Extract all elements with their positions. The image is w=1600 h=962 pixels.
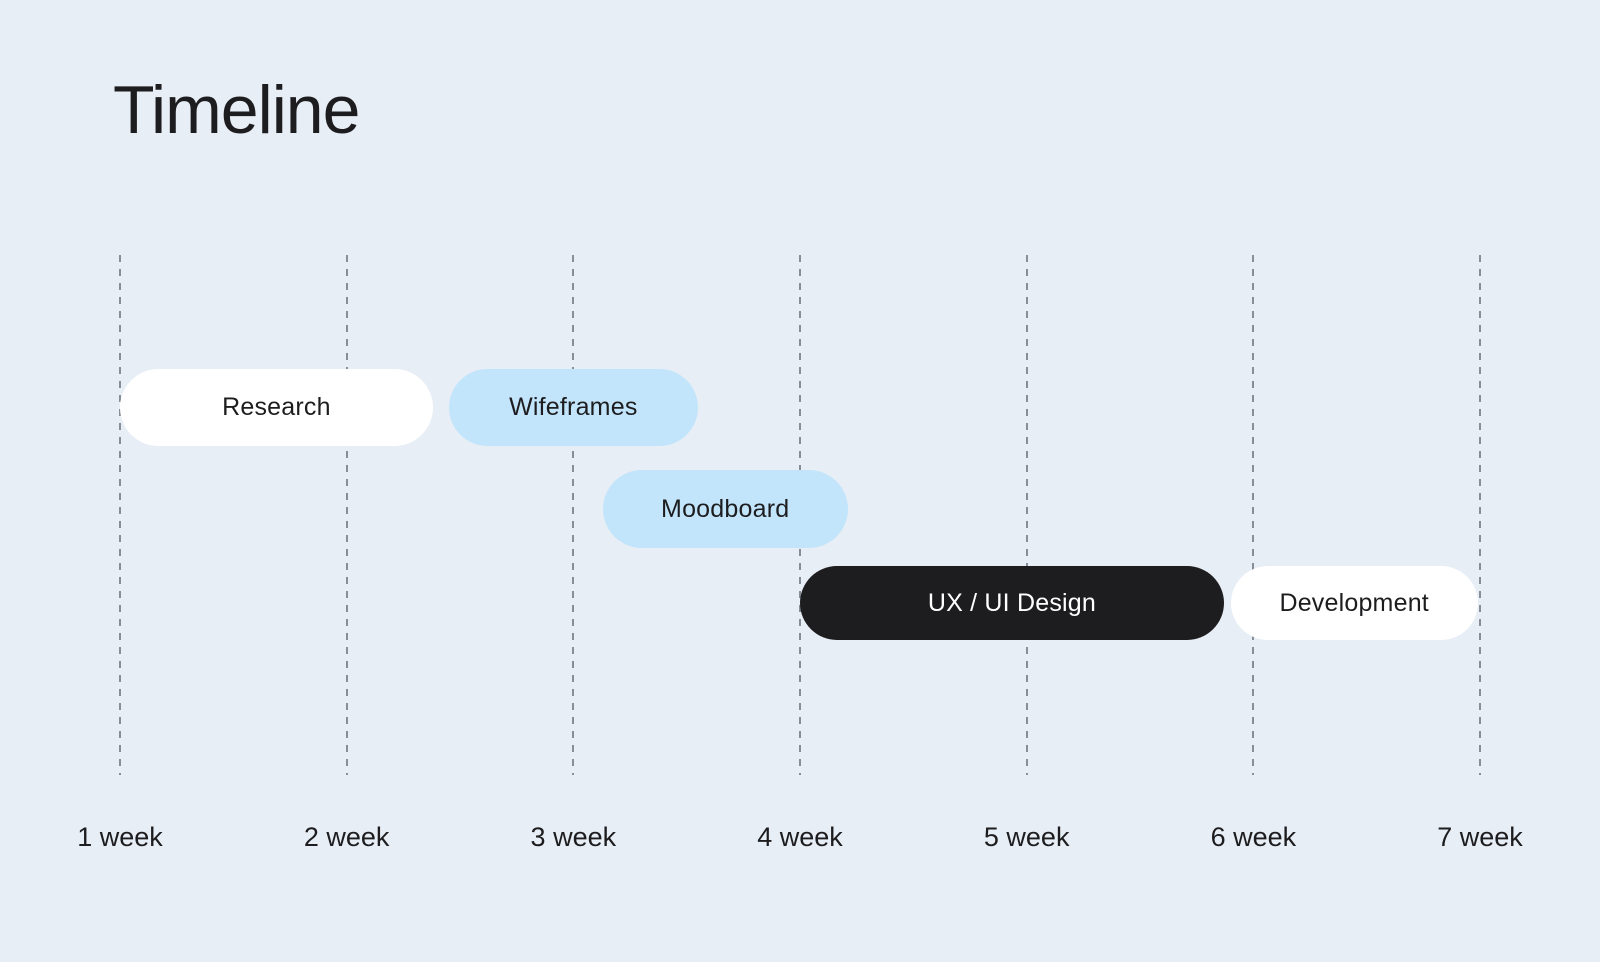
task-label-research: Research (222, 393, 331, 421)
gridline-week-1 (119, 255, 121, 775)
week-label-1: 1 week (77, 822, 163, 852)
gridline-week-7 (1479, 255, 1482, 775)
task-pill-moodboard: Moodboard (602, 470, 848, 548)
task-pill-ux-ui-design: UX / UI Design (800, 566, 1224, 640)
gridline-week-3 (572, 255, 575, 775)
task-label-wifeframes: Wifeframes (509, 393, 638, 421)
task-label-ux-ui-design: UX / UI Design (927, 588, 1096, 617)
week-label-2: 2 week (303, 822, 390, 852)
week-label-4: 4 week (757, 822, 843, 852)
week-label-5: 5 week (983, 822, 1070, 852)
week-label-7: 7 week (1437, 822, 1523, 852)
task-pill-development: Development (1230, 566, 1478, 640)
task-label-development: Development (1279, 588, 1429, 617)
gridline-week-2 (345, 255, 348, 775)
page-title: Timeline (113, 72, 360, 148)
gridline-week-5 (1025, 255, 1028, 775)
week-label-3: 3 week (530, 822, 617, 852)
week-label-6: 6 week (1210, 822, 1297, 852)
task-label-moodboard: Moodboard (661, 494, 790, 523)
task-pill-wifeframes: Wifeframes (448, 369, 698, 446)
gridline-week-6 (1252, 255, 1255, 775)
task-pill-research: Research (120, 369, 433, 446)
